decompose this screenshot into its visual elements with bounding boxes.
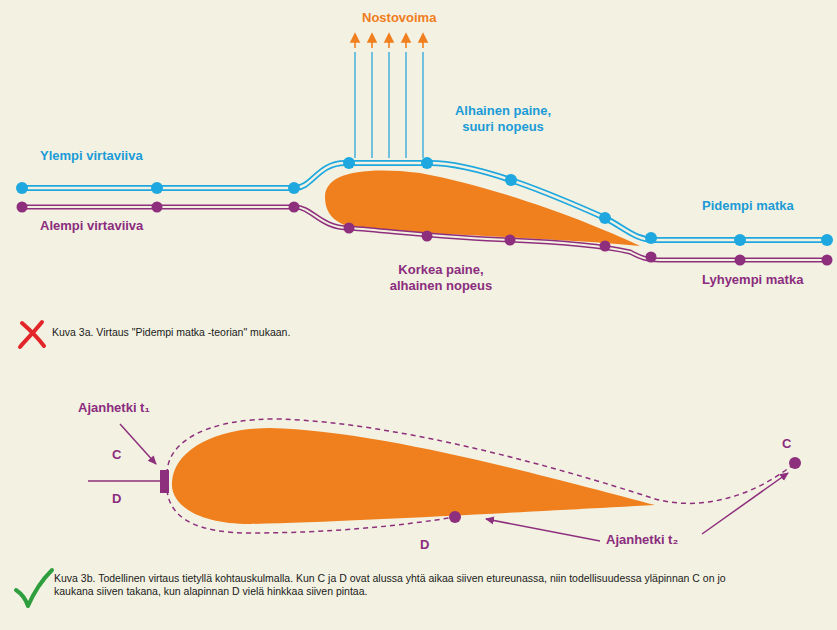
upper-streamline [22,163,828,240]
airfoil [325,171,640,246]
dashed-path [167,419,795,533]
time-label: Ajanhetki t₁ [78,400,150,416]
correct-mark [16,570,52,606]
point-label: C [112,447,121,463]
wrong-mark [20,322,44,347]
lower-streamline [22,207,828,260]
figure-caption: Kuva 3a. Virtaus "Pidempi matka -teorian… [52,326,290,339]
region-label: Korkea paine, alhainen nopeus [376,262,506,293]
distance-label: Pidempi matka [702,198,794,214]
region-label: Alhainen paine, suuri nopeus [448,103,558,134]
streamline-label: Alempi virtaviiva [40,218,143,234]
distance-label: Lyhyempi matka [702,272,803,288]
leader-arrows [120,424,788,541]
particle-pair [160,470,169,493]
point-label: D [420,537,429,553]
airfoil [172,428,655,524]
particle-dot [789,457,801,469]
lift-arrows [351,34,427,48]
upper-streamline-dots [16,157,833,246]
figure-caption: Kuva 3b. Todellinen virtaus tietyllä koh… [54,572,734,597]
force-label: Nostovoima [362,10,436,26]
time-label: Ajanhetki t₂ [606,532,678,548]
point-label: D [112,491,121,507]
streamline-label: Ylempi virtaviiva [40,148,143,164]
particle-dot [449,511,461,523]
point-label: C [782,436,791,452]
flow-line [88,480,160,482]
lift-lines [355,52,423,158]
